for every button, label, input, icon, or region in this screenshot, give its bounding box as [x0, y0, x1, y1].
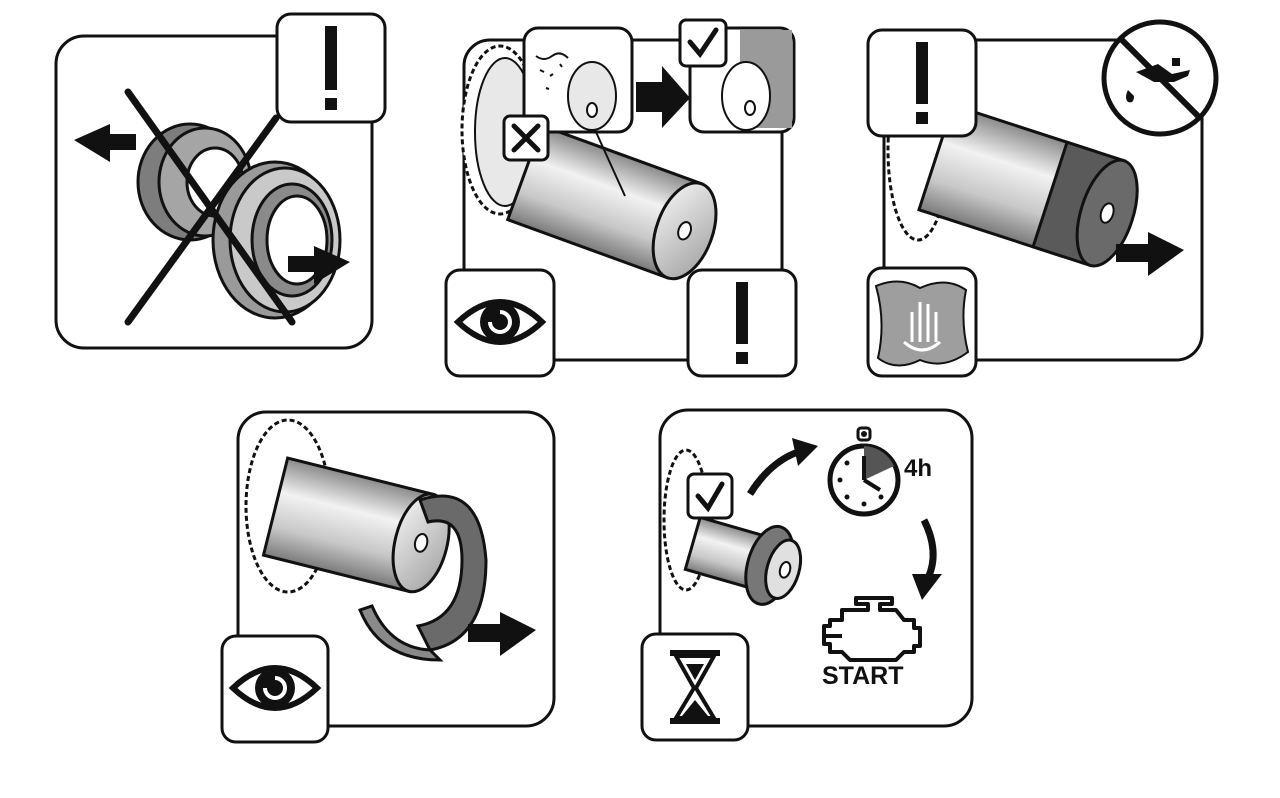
insert-arrow-icon — [1116, 232, 1184, 276]
accept-check-icon — [686, 472, 734, 520]
engine-icon — [822, 596, 922, 662]
curved-arrow-icon — [912, 574, 942, 600]
panel-1 — [54, 12, 387, 350]
cross-out-icon — [124, 88, 296, 326]
shaft-with-seal-illustration — [917, 103, 1139, 268]
warning-icon — [275, 12, 387, 124]
stopwatch-icon — [827, 426, 901, 517]
assembled-shaft-illustration — [683, 515, 803, 606]
curved-arrow-icon — [747, 448, 800, 496]
curved-arrow-icon — [792, 438, 818, 466]
eye-icon — [220, 634, 330, 744]
panel-4 — [220, 410, 556, 744]
panel-2 — [444, 18, 798, 378]
accept-check-icon — [678, 18, 728, 68]
cloth-hand-icon — [866, 266, 978, 378]
split-seal-illustration — [358, 494, 488, 662]
removal-arrow-icon — [288, 246, 350, 284]
start-label: START — [822, 662, 903, 690]
panel-5: 4h START — [640, 408, 974, 742]
reject-x-icon — [502, 114, 550, 162]
no-oil-icon — [1101, 19, 1219, 137]
gear-illustration — [460, 44, 540, 216]
curved-arrow-icon — [920, 518, 937, 580]
removal-arrow-icon — [74, 124, 136, 162]
eye-icon — [444, 268, 556, 378]
warning-icon — [866, 28, 978, 138]
panel-3 — [866, 19, 1219, 378]
arrow-right-icon — [636, 66, 690, 128]
hourglass-icon — [640, 632, 750, 742]
warning-icon — [686, 268, 798, 378]
shaft-illustration — [505, 123, 718, 281]
dirty-surface-callout — [522, 26, 634, 197]
wait-time-label: 4h — [904, 455, 932, 482]
insert-arrow-icon — [468, 612, 536, 656]
